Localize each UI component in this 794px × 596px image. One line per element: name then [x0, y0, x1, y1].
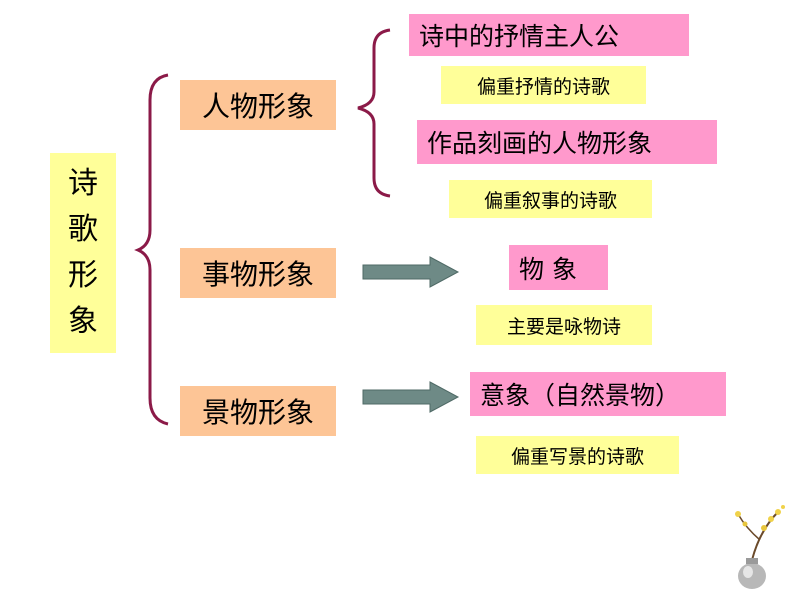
node-object-image: 物 象	[509, 245, 608, 290]
note-narrative-poetry: 偏重叙事的诗歌	[449, 180, 652, 218]
root-node-poetic-image: 诗 歌 形 象	[50, 153, 116, 353]
root-char: 形	[68, 258, 98, 293]
note-scenery-poetry: 偏重写景的诗歌	[476, 436, 679, 474]
node-lyric-protagonist: 诗中的抒情主人公	[409, 14, 689, 56]
category-thing: 事物形象	[180, 248, 336, 298]
note-object-poem: 主要是咏物诗	[476, 305, 652, 345]
node-depicted-character: 作品刻画的人物形象	[417, 120, 717, 164]
root-char: 象	[68, 304, 98, 339]
category-scene: 景物形象	[180, 386, 336, 436]
note-lyric-poetry: 偏重抒情的诗歌	[441, 66, 646, 104]
root-char: 歌	[68, 212, 98, 247]
category-person: 人物形象	[180, 80, 336, 130]
person-brace	[357, 28, 391, 198]
main-brace	[134, 73, 169, 426]
arrow-thing	[362, 256, 460, 288]
flower-vase-icon	[735, 505, 785, 589]
root-char: 诗	[68, 166, 98, 201]
arrow-scene	[362, 381, 460, 413]
node-natural-scenery: 意象（自然景物）	[470, 372, 726, 416]
